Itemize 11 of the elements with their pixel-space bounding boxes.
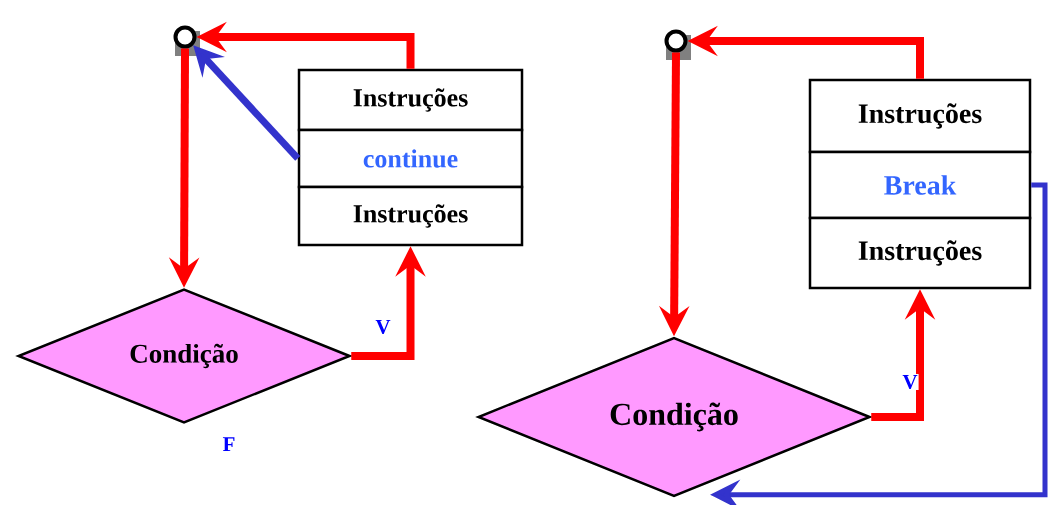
branch-label: F	[222, 437, 235, 452]
edge-label: V	[374, 318, 392, 336]
instruction-box: Instruções	[808, 216, 1032, 290]
instruction-box: Instruções	[297, 68, 524, 132]
edge-label: V	[901, 373, 919, 391]
instruction-box: Instruções	[297, 185, 524, 247]
junction-circle	[173, 25, 200, 56]
instruction-box: continue	[297, 128, 524, 189]
instruction-box: Instruções	[808, 78, 1032, 154]
instruction-box: Break	[808, 150, 1032, 220]
junction-circle	[664, 29, 691, 60]
